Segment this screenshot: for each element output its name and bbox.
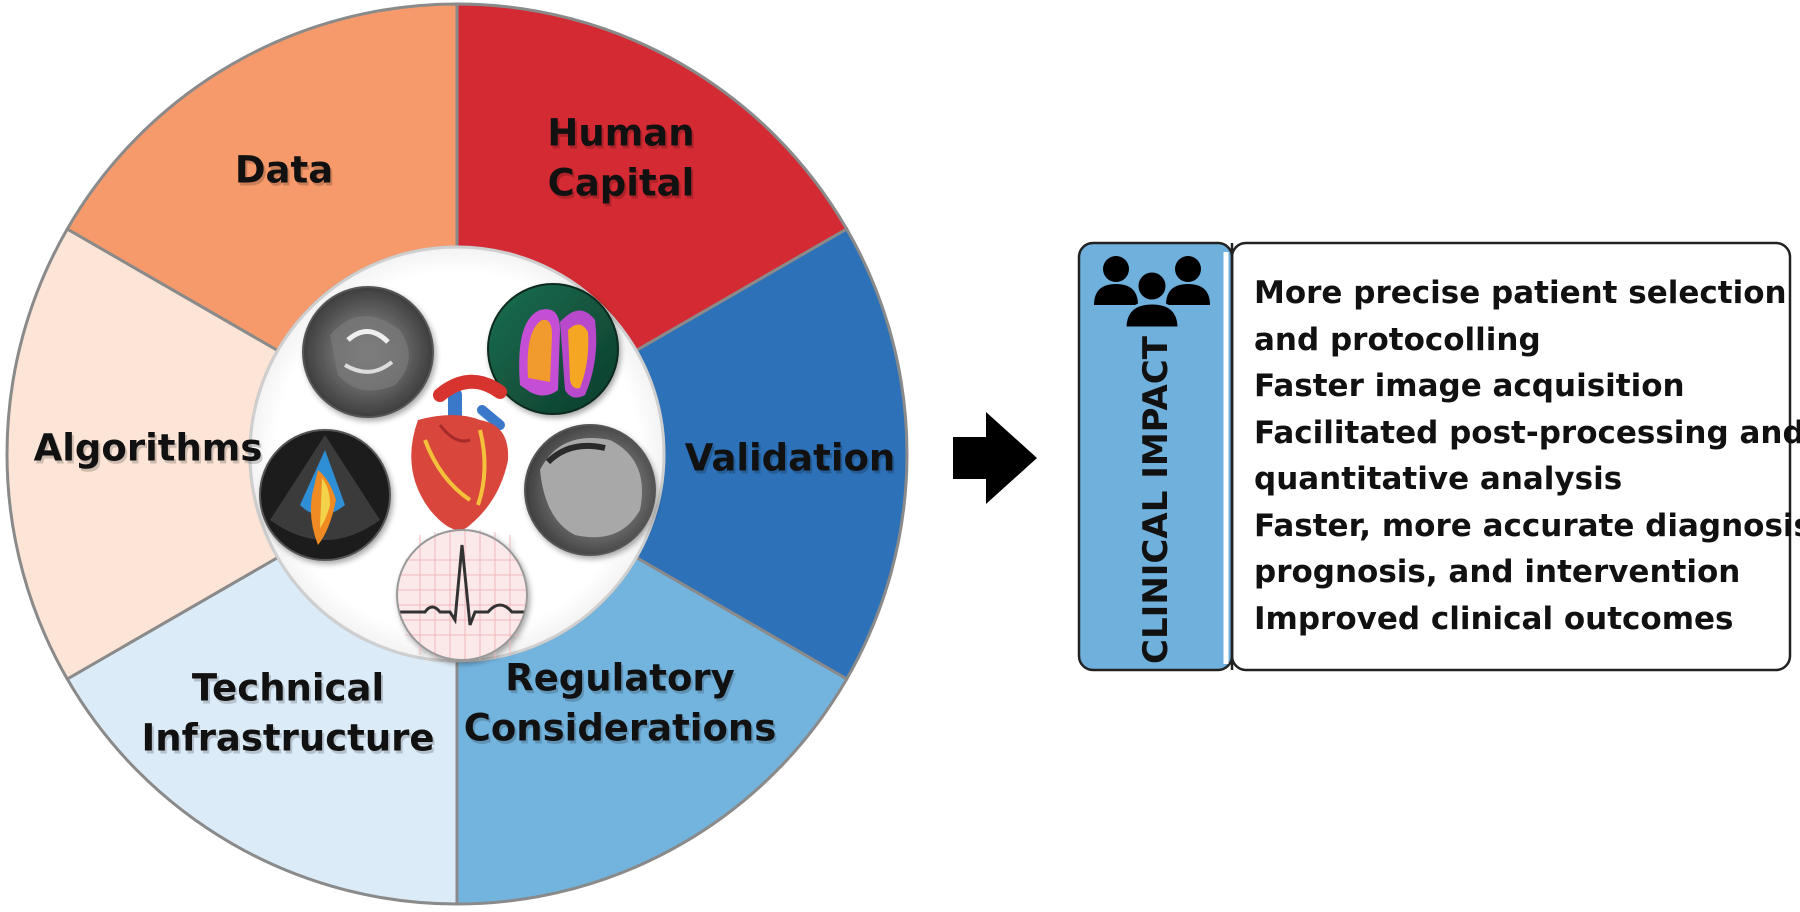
people-group-icon	[1094, 256, 1210, 330]
cardiac-ct-icon	[524, 424, 656, 556]
echo-doppler-icon	[259, 429, 391, 561]
wheel	[5, 2, 909, 906]
clinical-impact-item: Improved clinical outcomes	[1254, 600, 1734, 637]
right-arrow-icon	[953, 412, 1037, 504]
spect-perfusion-icon	[487, 283, 619, 415]
wheel-label-regulatory-considerations: Regulatory	[505, 657, 735, 700]
wheel-label-shadow: Infrastructure	[143, 720, 436, 763]
wheel-label-shadow: Capital	[550, 165, 697, 208]
clinical-impact-item: Faster, more accurate diagnosis	[1254, 507, 1800, 544]
wheel-label-human-capital: Human	[547, 112, 694, 155]
wheel-labels: DataDataHumanHumanCapitalCapitalValidati…	[34, 112, 898, 763]
wheel-label-technical-infrastructure: Technical	[192, 667, 384, 710]
wheel-label-data: Data	[235, 149, 333, 192]
wheel-label-algorithms: Algorithms	[34, 427, 263, 470]
clinical-impact-title: CLINICAL IMPACT	[1136, 335, 1176, 664]
clinical-impact-box: CLINICAL IMPACT	[1077, 241, 1792, 672]
clinical-impact-item: prognosis, and intervention	[1254, 554, 1741, 590]
clinical-impact-item: Faster image acquisition	[1254, 368, 1685, 404]
ecg-trace-icon	[396, 529, 528, 661]
heart-anatomy-icon	[411, 374, 509, 530]
wheel-label-technical-infrastructure: Infrastructure	[141, 717, 434, 760]
wheel-label-shadow: Technical	[194, 670, 386, 713]
wheel-label-shadow: Human	[549, 115, 696, 158]
wheel-label-shadow: Regulatory	[507, 660, 737, 703]
cardiac-mri-icon	[302, 286, 434, 418]
wheel-label-shadow: Validation	[687, 440, 898, 483]
clinical-impact-item: quantitative analysis	[1254, 461, 1623, 497]
wheel-label-shadow: Algorithms	[36, 430, 265, 473]
clinical-impact-item: Facilitated post-processing and	[1254, 414, 1800, 451]
wheel-label-validation: Validation	[685, 437, 896, 480]
wheel-label-shadow: Data	[237, 152, 335, 195]
wheel-label-human-capital: Capital	[548, 162, 695, 205]
clinical-impact-item: More precise patient selection	[1254, 275, 1787, 311]
clinical-impact-item: and protocolling	[1254, 321, 1541, 358]
wheel-label-regulatory-considerations: Considerations	[464, 707, 777, 750]
wheel-label-shadow: Considerations	[466, 710, 779, 753]
clinical-impact-list: More precise patient selection and protoc…	[1254, 270, 1800, 642]
